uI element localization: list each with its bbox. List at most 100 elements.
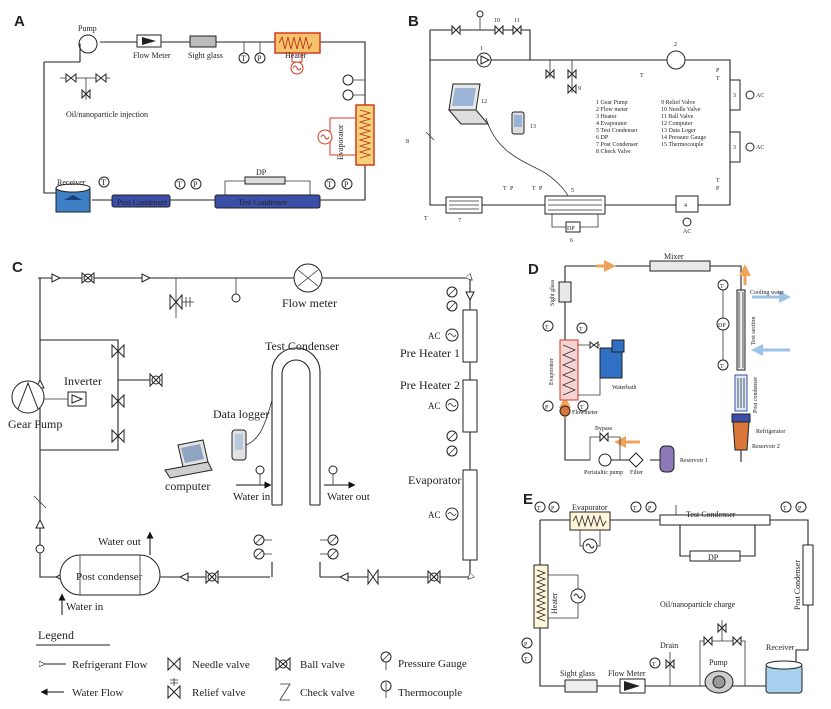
a-heater-coil-icon (278, 35, 313, 51)
b-legend: 1 Gear Pump 2 Flow meter 3 Heater 4 Evap… (596, 99, 706, 155)
svg-text:4 Evaporator: 4 Evaporator (596, 121, 627, 127)
a-post-condenser-label: Post Condenser (117, 198, 167, 207)
d-mixer (649, 260, 711, 272)
b-needle-valve-icon (494, 24, 504, 36)
e-post-condenser (802, 544, 814, 606)
b-num-2: 2 (674, 42, 677, 48)
svg-text:14 Pressure Gauge: 14 Pressure Gauge (661, 135, 706, 141)
c-inverter-label: Inverter (64, 374, 102, 388)
b-heater-1 (729, 79, 741, 111)
e-p4: P (524, 642, 528, 648)
d-t5: T (720, 364, 724, 370)
b-flow-meter-icon (666, 50, 686, 70)
svg-text:2 Flow meter: 2 Flow meter (596, 107, 628, 113)
e-t2: T (633, 506, 637, 512)
d-post-condenser-label: Post condenser (753, 377, 759, 413)
b-p-mid: P (510, 186, 514, 192)
panel-d: D Mixer Sight glass T P Evaporator T T W… (528, 252, 791, 476)
svg-text:15 Thermocouple: 15 Thermocouple (661, 142, 704, 148)
svg-text:10 Needle Valve: 10 Needle Valve (661, 107, 701, 113)
e-dp-box (689, 550, 741, 562)
c-gear-pump-icon (11, 380, 45, 414)
e-t1: T (537, 506, 541, 512)
c-relief-valve-icon (169, 293, 183, 311)
e-top-line (540, 519, 809, 545)
d-evaporator-label: Evaporator (549, 358, 555, 385)
a-p3-label: P (344, 180, 349, 189)
d-mixer-label: Mixer (664, 252, 684, 261)
e-flow-meter-label: Flow Meter (608, 669, 646, 678)
b-num-9: 9 (578, 86, 581, 92)
c-ac-3: AC (428, 510, 441, 520)
e-flow-meter-arrow-icon (624, 681, 640, 691)
b-t-mid: T (503, 186, 507, 192)
e-heater-label: Heater (550, 592, 559, 614)
e-drain-valve-icon (665, 658, 675, 670)
b-t-a: T (716, 76, 720, 82)
b-num-8: 8 (406, 139, 409, 145)
d-reservoir-1 (659, 445, 675, 473)
b-ball-valve-icon (512, 24, 522, 36)
d-filter-icon (628, 452, 644, 468)
a-receiver-t-label: T (101, 178, 106, 187)
panel-c: C Flow meter AC Pr (8, 259, 478, 701)
panel-label-a: A (14, 13, 25, 30)
d-refrigerator-label: Refrigerator (756, 428, 785, 435)
b-num-12: 12 (481, 99, 487, 105)
a-t-label: T (241, 54, 246, 63)
c-legend: Legend Refrigerant Flow Water Flow Needl… (36, 628, 467, 701)
c-post-water-out-label: Water out (98, 536, 141, 548)
e-p3: P (798, 506, 802, 512)
d-waterbath (599, 347, 623, 379)
b-ac-1: AC (756, 93, 764, 99)
a-heater (274, 32, 321, 54)
a-t2-icon (174, 178, 186, 190)
e-t5: T (652, 662, 656, 668)
svg-text:7 Post Condenser: 7 Post Condenser (596, 142, 638, 148)
b-num-5: 5 (571, 188, 574, 194)
legend-ball-valve: Ball valve (300, 659, 345, 671)
c-evaporator (462, 469, 478, 561)
b-evaporator (675, 195, 699, 213)
a-receiver-label: Receiver (57, 178, 86, 187)
e-post-condenser-label: Post Condenser (793, 560, 802, 610)
c-pre-heater-1 (462, 309, 478, 363)
a-top-line (100, 41, 366, 105)
a-p2-icon (190, 178, 202, 190)
c-ac-2: AC (428, 401, 441, 411)
a-test-condenser (214, 194, 321, 209)
d-flowmeter-label: Flowmeter (572, 410, 598, 416)
panel-b: B 10 11 1 2 T 3 AC 3 AC P T T P 4 (406, 10, 764, 244)
c-post-condenser-label: Post condenser (76, 571, 143, 583)
a-evaporator (355, 104, 375, 166)
svg-text:11 Ball Valve: 11 Ball Valve (661, 114, 694, 120)
a-oil-injection-label: Oil/nanoparticle injection (66, 110, 148, 119)
c-needle-valve-bottom-icon (367, 568, 379, 586)
e-evaporator (569, 511, 611, 531)
svg-text:3 Heater: 3 Heater (596, 114, 617, 120)
d-test-section (736, 289, 746, 371)
b-ac-2: AC (756, 145, 764, 151)
a-valve-2-icon (95, 72, 107, 84)
a-flow-meter-label: Flow Meter (133, 51, 171, 60)
b-dp-label: DP (567, 226, 575, 232)
a-post-condenser (111, 194, 171, 208)
c-post-condenser (59, 554, 161, 596)
e-sight-glass-label: Sight glass (560, 669, 595, 678)
b-num-3b: 3 (733, 145, 736, 151)
legend-check-valve: Check valve (300, 687, 355, 699)
panel-label-d: D (528, 261, 539, 278)
e-test-condenser-label: Test Condenser (686, 510, 736, 519)
d-reservoir-2 (732, 421, 750, 451)
a-p3-icon (341, 178, 353, 190)
c-needle-valve-1-icon (111, 343, 125, 359)
b-heater-2 (729, 131, 741, 163)
a-flow-meter-arrow-icon (142, 37, 156, 45)
svg-text:6 DP: 6 DP (596, 135, 609, 141)
b-p-mid2: P (539, 186, 543, 192)
svg-text:12 Computer: 12 Computer (661, 121, 693, 127)
a-valve-1-icon (65, 72, 77, 84)
c-flow-meter-label: Flow meter (282, 296, 337, 310)
d-reservoir-2-label: Reservoir 2 (752, 444, 780, 450)
a-receiver-t-icon (98, 176, 110, 188)
